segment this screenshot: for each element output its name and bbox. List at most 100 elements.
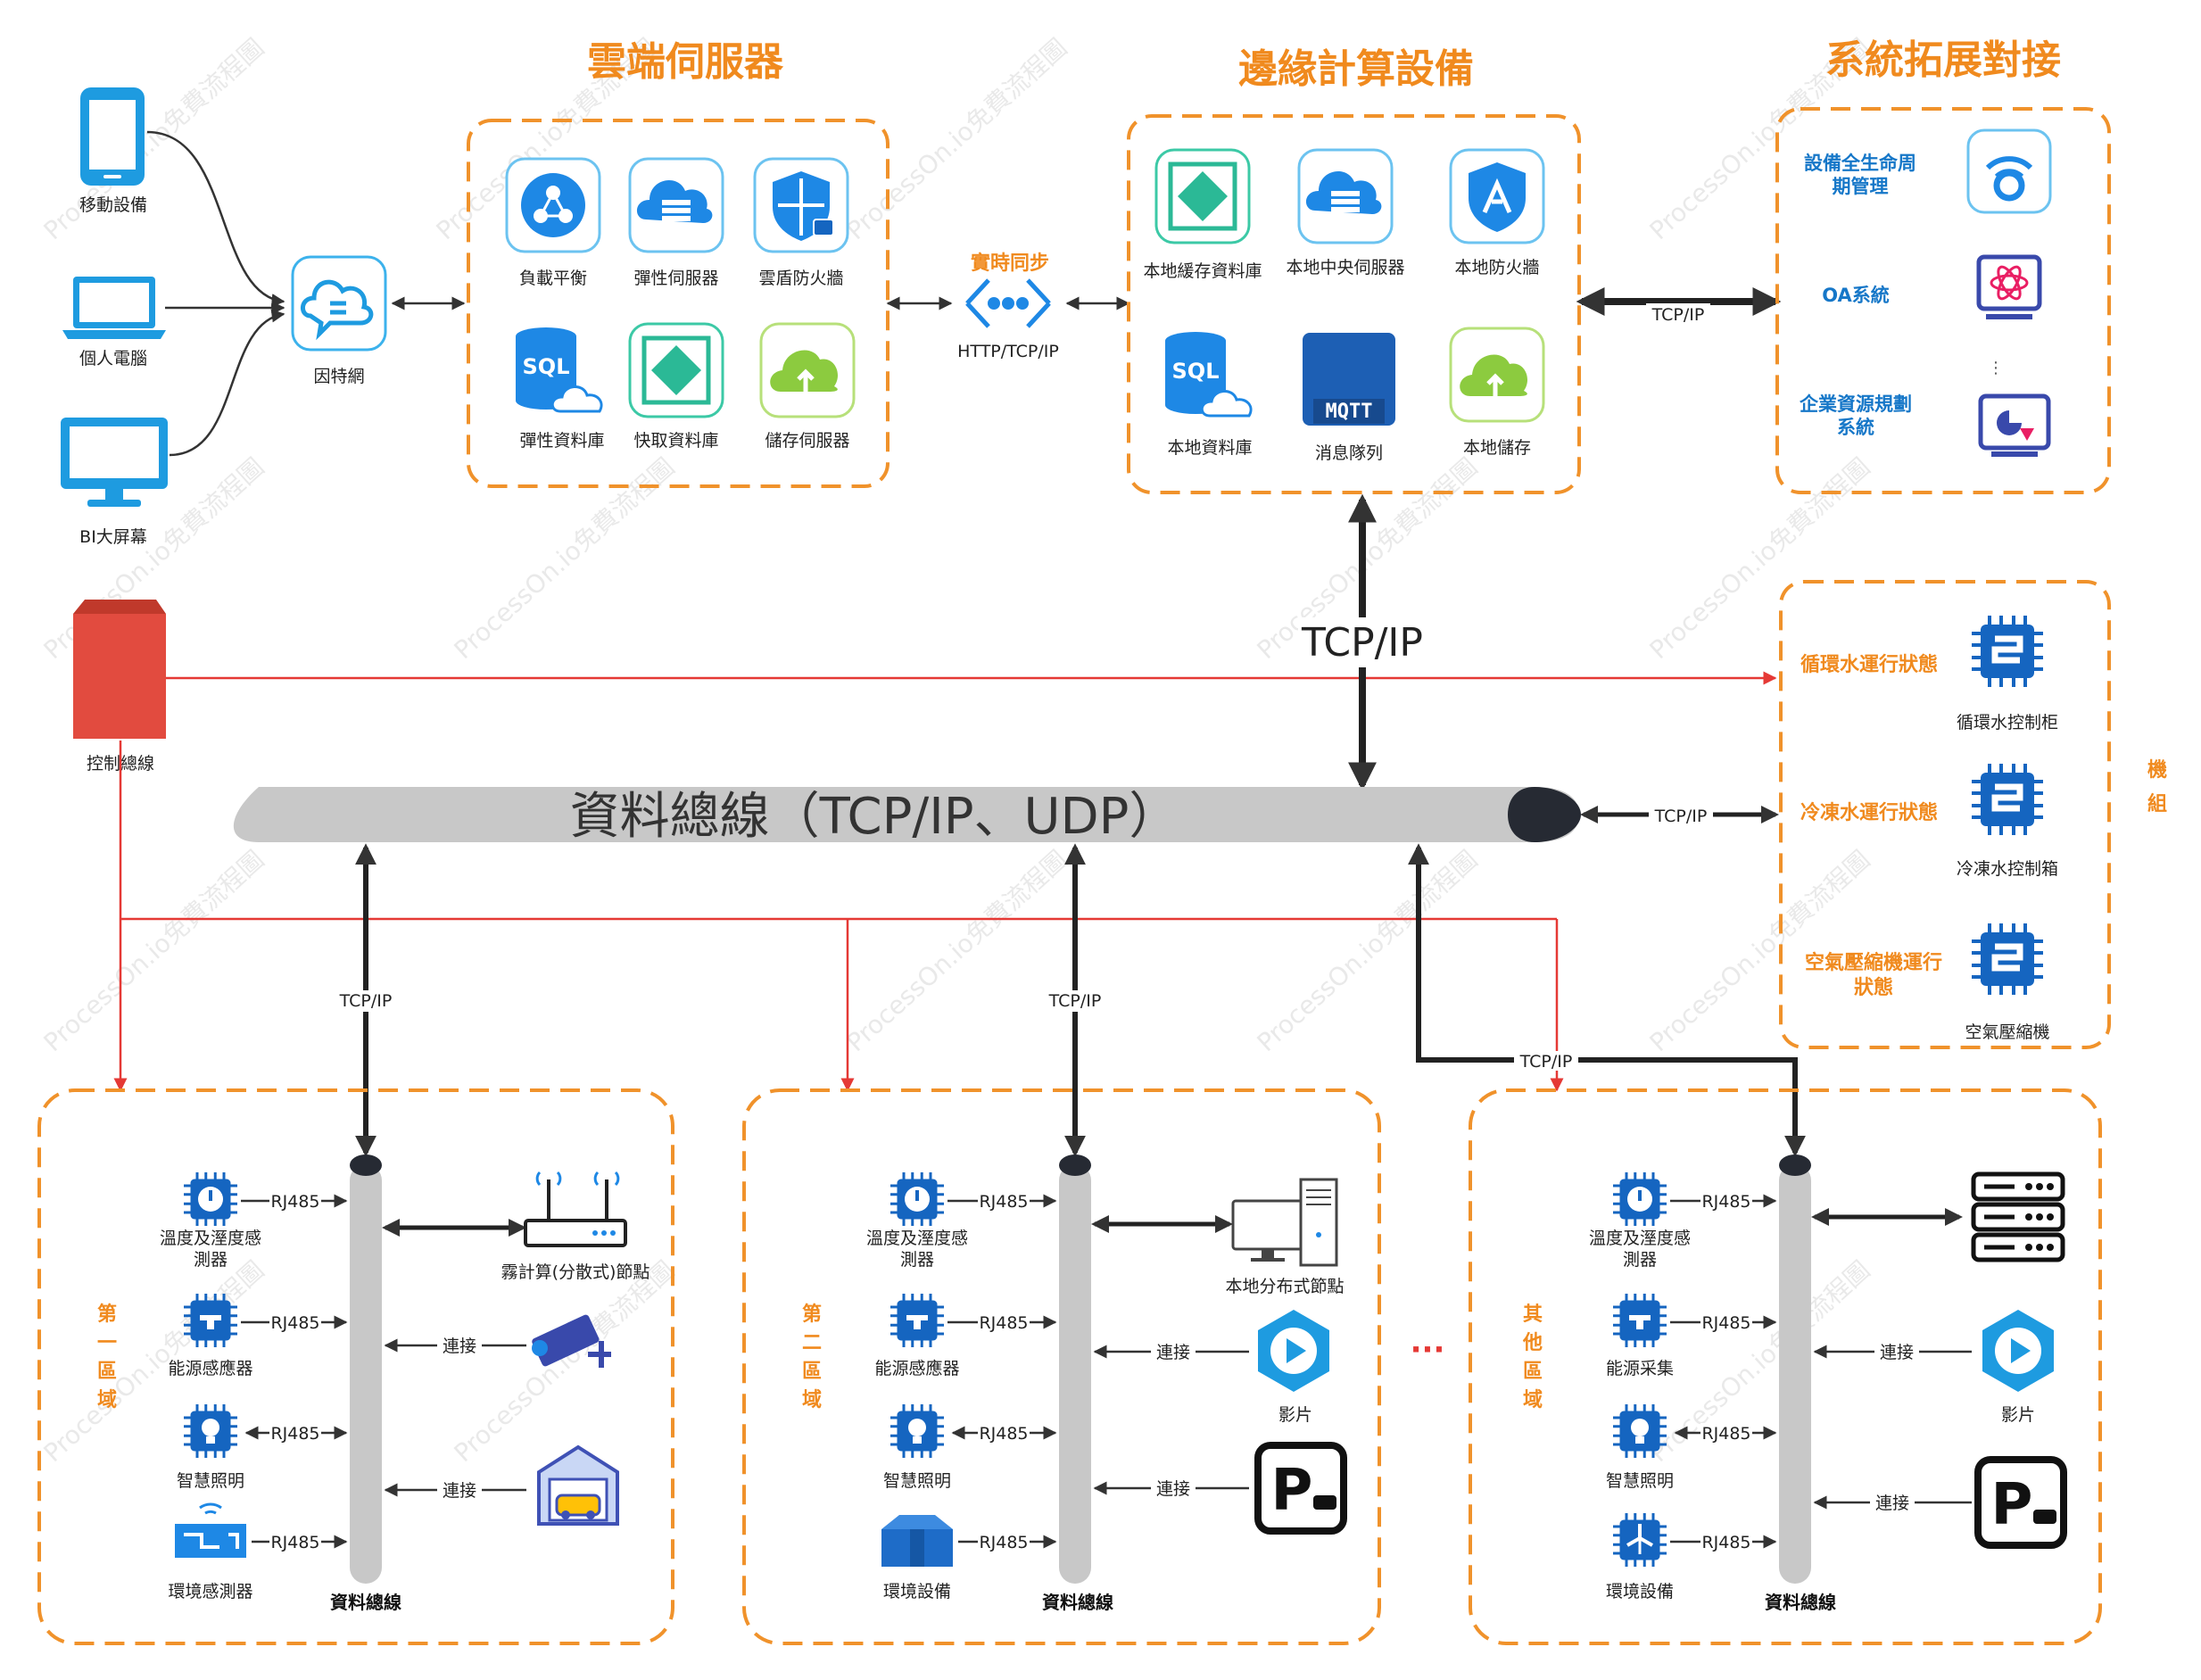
laptop-icon	[62, 277, 166, 339]
zone3-video-connect: 連接	[1880, 1343, 1914, 1362]
message-queue-label: 消息隊列	[1315, 443, 1383, 463]
cache-db-label: 快取資料庫	[633, 431, 718, 451]
edge-computing-box	[1127, 114, 1581, 494]
zone2-video-icon	[1258, 1310, 1329, 1392]
elastic-server-icon	[628, 157, 724, 253]
zone2-title: 第二區域	[802, 1303, 822, 1411]
zone1-faucet-chip-icon	[182, 1292, 239, 1349]
elastic-db-label: 彈性資料庫	[519, 431, 604, 451]
client-connectors	[146, 130, 285, 457]
zone1-camera-connect: 連接	[443, 1337, 476, 1356]
fog-node-label: 霧計算(分散式)節點	[501, 1262, 650, 1282]
zone2-faucet-chip-icon	[889, 1292, 946, 1349]
cool-device-label: 冷凍水控制箱	[1957, 859, 2058, 879]
circ-chip-icon	[1970, 614, 2045, 689]
zone2-energy-rj485: RJ485	[979, 1313, 1028, 1333]
local-central-server-label: 本地中央伺服器	[1286, 258, 1404, 277]
header-edge: 邊緣計算設備	[1238, 46, 1474, 92]
zone1-light-label: 智慧照明	[177, 1471, 244, 1491]
mobile-label: 移動設備	[79, 195, 147, 215]
zone2-energy-label: 能源感應器	[874, 1358, 959, 1378]
air-device-label: 空氣壓縮機	[1965, 1022, 2049, 1042]
oa-label: OA系統	[1822, 285, 1890, 306]
zone1-env-label: 環境感測器	[168, 1582, 252, 1601]
data-bus-title: 資料總線（TCP/IP、UDP）	[570, 788, 1179, 846]
zone2-parking-connect: 連接	[1156, 1479, 1190, 1499]
monitor-icon	[61, 418, 168, 507]
zone2-light-rj485: RJ485	[979, 1424, 1028, 1444]
erp-chart-icon	[1978, 393, 2051, 457]
internet-cloud-icon	[291, 255, 387, 352]
svg-text:MQTT: MQTT	[1326, 401, 1373, 423]
zone1-thermometer-chip-icon	[182, 1171, 239, 1228]
zone3-parking-icon: P	[1974, 1456, 2067, 1549]
watermarks: ProcessOn.io免費流程圖 ProcessOn.io免費流程圖 Proc…	[38, 33, 1876, 1469]
zone3-energy-rj485: RJ485	[1701, 1313, 1750, 1333]
system-extension-box	[1775, 107, 2111, 494]
router-icon	[524, 1171, 627, 1247]
circ-state-label: 循環水運行狀態	[1800, 653, 1938, 676]
local-node-label: 本地分布式節點	[1225, 1277, 1344, 1296]
bus-zone1-protocol: TCP/IP	[339, 991, 393, 1011]
load-balancer-icon	[505, 157, 601, 253]
svg-text:P: P	[1991, 1472, 2033, 1538]
main-data-bus	[233, 787, 1581, 842]
zone1-light-rj485: RJ485	[270, 1424, 319, 1444]
lifecycle-label: 設備全生命周期管理	[1804, 153, 1916, 197]
header-extension: 系統拓展對接	[1825, 37, 2061, 83]
zone2-temp-label: 溫度及溼度感測器	[866, 1229, 968, 1270]
zone3-thermometer-chip-icon	[1611, 1171, 1668, 1228]
svg-text:ProcessOn.io免費流程圖: ProcessOn.io免費流程圖	[1644, 452, 1876, 666]
more-zones-ellipsis: ···	[1411, 1332, 1445, 1368]
svg-text:ProcessOn.io免費流程圖: ProcessOn.io免費流程圖	[38, 33, 270, 246]
mobile-icon	[80, 87, 145, 186]
zone1-box	[37, 1088, 674, 1645]
internet-label: 因特網	[313, 367, 364, 386]
local-central-server-icon	[1297, 148, 1394, 244]
erp-label: 企業資源規劃系統	[1799, 393, 1912, 438]
svg-text:SQL: SQL	[523, 354, 570, 379]
zone3-video-label: 影片	[2001, 1405, 2035, 1425]
svg-text:ProcessOn.io免費流程圖: ProcessOn.io免費流程圖	[1252, 845, 1484, 1058]
zone3-faucet-chip-icon	[1611, 1292, 1668, 1349]
zone2-bus	[1059, 1154, 1091, 1584]
zone1-garage-connect: 連接	[443, 1481, 476, 1501]
sync-icon	[965, 278, 1051, 328]
desktop-pc-icon	[1231, 1178, 1338, 1267]
svg-text:ProcessOn.io免費流程圖: ProcessOn.io免費流程圖	[841, 33, 1073, 246]
control-bus-lines	[113, 671, 1777, 1092]
zone1-bus-label: 資料總線	[330, 1592, 401, 1613]
zone3-energy-label: 能源采集	[1606, 1359, 1674, 1378]
svg-text:ProcessOn.io免費流程圖: ProcessOn.io免費流程圖	[841, 845, 1073, 1058]
zone1-energy-label: 能源感應器	[168, 1358, 252, 1378]
zone3-temp-rj485: RJ485	[1701, 1192, 1750, 1212]
control-bus-icon	[73, 600, 166, 739]
sync-protocol: HTTP/TCP/IP	[957, 342, 1059, 361]
zone2-bulb-chip-icon	[889, 1403, 946, 1460]
mqtt-queue-icon: MQTT	[1303, 333, 1395, 426]
bus-zone2-protocol: TCP/IP	[1048, 991, 1102, 1011]
zone1-title: 第一區域	[97, 1303, 117, 1411]
elastic-server-label: 彈性伺服器	[633, 269, 718, 288]
bus-units-protocol: TCP/IP	[1654, 807, 1708, 826]
local-firewall-label: 本地防火牆	[1454, 258, 1539, 277]
zone2-light-label: 智慧照明	[883, 1471, 951, 1491]
bi-label: BI大屏幕	[79, 527, 147, 547]
camera-icon	[532, 1314, 611, 1368]
local-db-label: 本地資料庫	[1167, 438, 1252, 458]
cool-state-label: 冷凍水運行狀態	[1800, 801, 1938, 824]
local-cache-db-label: 本地緩存資料庫	[1143, 261, 1262, 281]
svg-text:ProcessOn.io免費流程圖: ProcessOn.io免費流程圖	[449, 452, 681, 666]
edge-bus-protocol: TCP/IP	[1301, 620, 1423, 666]
sync-title: 實時同步	[971, 252, 1049, 275]
zone1-energy-rj485: RJ485	[270, 1313, 319, 1333]
svg-text:ProcessOn.io免費流程圖: ProcessOn.io免費流程圖	[38, 845, 270, 1058]
zone1-temp-rj485: RJ485	[270, 1192, 319, 1212]
local-storage-icon	[1449, 327, 1545, 423]
zone3-bus-label: 資料總線	[1765, 1592, 1836, 1613]
air-chip-icon	[1970, 922, 2045, 997]
zone3-light-rj485: RJ485	[1701, 1424, 1750, 1444]
zone3-light-label: 智慧照明	[1606, 1471, 1674, 1491]
local-storage-label: 本地儲存	[1463, 438, 1531, 458]
